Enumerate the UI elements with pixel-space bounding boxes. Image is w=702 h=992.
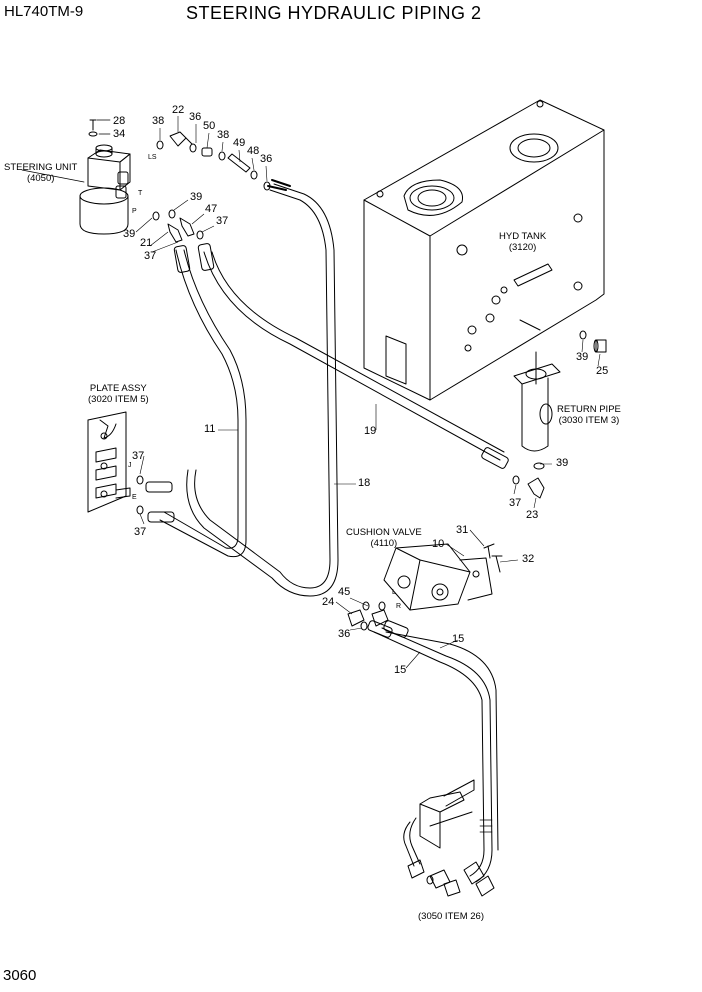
bolt-28-washer-34 [88, 119, 111, 137]
callout-49: 49 [233, 137, 246, 149]
callout-24: 24 [322, 596, 335, 608]
callout-37: 37 [134, 526, 147, 538]
cushion-valve-ref: (4110) [370, 537, 398, 549]
callout-36: 36 [260, 153, 273, 165]
plate-assy-ref: (3020 ITEM 5) [88, 393, 149, 405]
plate-assy-label: PLATE ASSY (3020 ITEM 5) [88, 383, 149, 406]
hyd-tank-ref: (3120) [508, 241, 537, 253]
callout-36: 36 [189, 111, 202, 123]
callout-19: 19 [364, 425, 377, 437]
callout-36: 36 [338, 628, 351, 640]
steering-unit-name: STEERING UNIT [4, 162, 78, 173]
callout-38: 38 [152, 115, 165, 127]
leader-steering-unit [21, 169, 85, 183]
callout-15: 15 [394, 664, 407, 676]
callout-22: 22 [172, 104, 185, 116]
callout-15: 15 [452, 633, 465, 645]
plate-assy-name: PLATE ASSY [89, 383, 147, 394]
callout-37: 37 [509, 497, 522, 509]
callout-47: 47 [205, 203, 218, 215]
return-pipe-label: RETURN PIPE (3030 ITEM 3) [557, 404, 621, 427]
steering-unit-ref: (4050) [26, 172, 55, 184]
cushion-valve-name: CUSHION VALVE [346, 527, 422, 538]
port-p: P [132, 208, 137, 215]
lower-valve-assembly [403, 779, 475, 897]
cushion-valve-drawing [347, 543, 503, 631]
callout-39: 39 [576, 351, 589, 363]
callout-38: 38 [217, 129, 230, 141]
hose-18 [186, 179, 339, 597]
hydraulic-tank-drawing [363, 99, 605, 401]
return-pipe-ref: (3030 ITEM 3) [558, 414, 620, 426]
page-number: 3060 [3, 967, 37, 984]
bottom-ref-label: (3050 ITEM 26) [418, 911, 484, 922]
plate-assy-drawing [87, 411, 175, 523]
port-ls: LS [148, 154, 157, 161]
return-pipe-name: RETURN PIPE [557, 404, 621, 415]
callout-32: 32 [522, 553, 535, 565]
model-number: HL740TM-9 [4, 3, 84, 20]
port-e: E [132, 494, 137, 501]
hose-11 [159, 245, 247, 558]
steering-unit-label: STEERING UNIT (4050) [4, 162, 78, 185]
callout-25: 25 [596, 365, 609, 377]
callout-39: 39 [556, 457, 569, 469]
callout-48: 48 [247, 145, 260, 157]
port-t: T [138, 190, 143, 197]
callout-39: 39 [123, 228, 136, 240]
callout-21: 21 [140, 237, 153, 249]
hyd-tank-label: HYD TANK (3120) [499, 231, 547, 254]
return-pipe-drawing [512, 351, 561, 499]
callout-11: 11 [204, 423, 216, 435]
callout-31: 31 [456, 524, 469, 536]
port-r: R [396, 603, 402, 610]
callout-37: 37 [216, 215, 229, 227]
callout-45: 45 [338, 586, 351, 598]
callout-50: 50 [203, 120, 216, 132]
callout-37: 37 [132, 450, 145, 462]
plug-25 [579, 330, 607, 353]
callout-10: 10 [432, 538, 445, 550]
hoses-15 [367, 620, 499, 897]
callout-28: 28 [113, 115, 126, 127]
cushion-valve-label: CUSHION VALVE (4110) [346, 527, 422, 550]
hose-19 [197, 243, 509, 469]
callout-37: 37 [144, 250, 157, 262]
hyd-tank-name: HYD TANK [499, 231, 547, 242]
port-j: J [128, 462, 132, 469]
steering-fittings [152, 131, 271, 243]
callout-23: 23 [526, 509, 539, 521]
callout-39: 39 [190, 191, 203, 203]
steering-unit-drawing [79, 144, 131, 235]
page-title: STEERING HYDRAULIC PIPING 2 [186, 3, 482, 23]
port-l: L [392, 589, 396, 596]
callout-34: 34 [113, 128, 126, 140]
callout-18: 18 [358, 477, 371, 489]
